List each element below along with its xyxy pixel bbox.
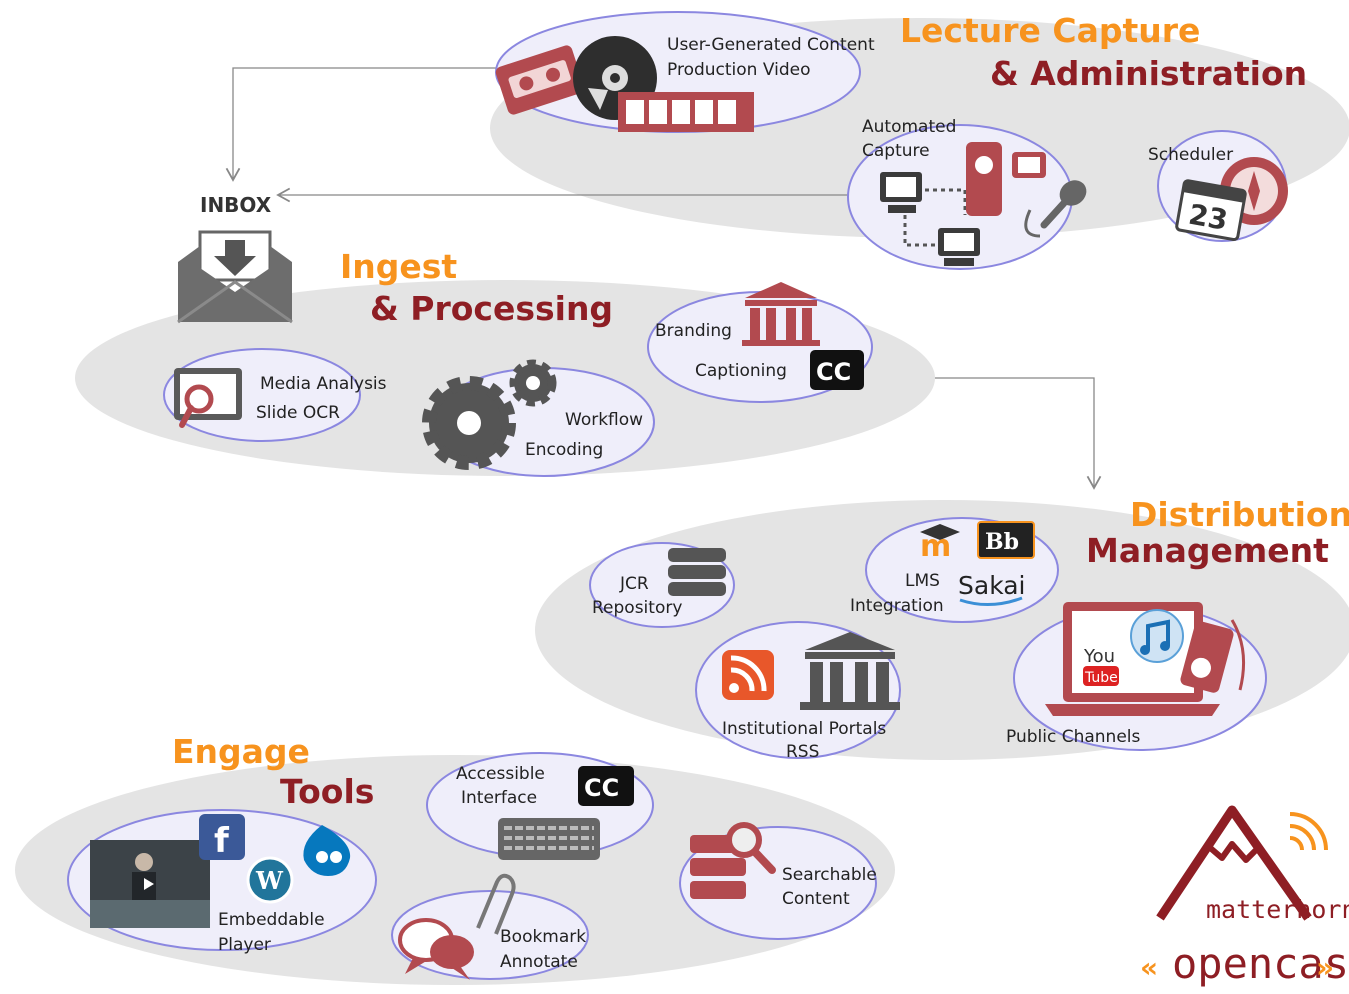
accessible-cc-text: CC	[584, 774, 619, 802]
bookmark-line1: Bookmark	[500, 927, 586, 947]
inbox-label: INBOX	[200, 193, 272, 217]
portals-line2: RSS	[786, 742, 819, 762]
wordpress-text: W	[255, 866, 284, 895]
youtube-top: You	[1083, 646, 1115, 667]
blackboard-text: Bb	[985, 529, 1019, 555]
lms-line2: Integration	[850, 596, 944, 616]
search-database-icon	[690, 822, 776, 899]
section-distribution-line1: Distribution	[1130, 495, 1349, 534]
brand-quote-right: »	[1316, 951, 1334, 984]
branding-cc-text: CC	[816, 358, 851, 386]
vhs-tape-icon	[495, 45, 585, 115]
flow-arrows	[225, 67, 1102, 490]
film-strip-icon	[618, 92, 754, 132]
institution-building-icon	[742, 282, 820, 346]
brand-quote-left: «	[1140, 951, 1158, 984]
youtube-logo-icon: You Tube	[1083, 646, 1119, 686]
accessible-line1: Accessible	[456, 764, 545, 784]
arrow-ugc-to-inbox	[225, 67, 500, 182]
speech-bubbles-icon	[398, 918, 474, 980]
searchable-bubble	[679, 826, 877, 940]
keyboard-icon	[498, 818, 600, 860]
ugc-line2: Production Video	[667, 60, 810, 80]
rss-icon	[722, 650, 774, 700]
microphone-icon	[1024, 180, 1087, 238]
automated-capture-line2: Capture	[862, 141, 930, 161]
ugc-line1: User-Generated Content	[667, 35, 875, 55]
drupal-icon	[303, 825, 351, 876]
matterhorn-logo: matterhorn	[1156, 805, 1349, 924]
automated-capture-line1: Automated	[862, 117, 956, 137]
video-camera-icon	[966, 142, 1046, 216]
magnifier-screen-icon	[174, 368, 242, 428]
facebook-text: f	[214, 821, 230, 861]
section-engage-line1: Engage	[172, 732, 310, 771]
arrow-ingest-to-distribution	[935, 377, 1102, 490]
accessible-cc-icon: CC	[578, 766, 634, 806]
public-channels-label: Public Channels	[1006, 727, 1141, 747]
jcr-line1: JCR	[619, 574, 649, 594]
player-line2: Player	[218, 935, 271, 955]
play-icon	[144, 878, 154, 890]
accessible-line2: Interface	[461, 788, 537, 808]
sakai-swoosh-icon	[959, 596, 1023, 607]
video-thumbnail	[90, 840, 210, 928]
media-analysis-line2: Slide OCR	[256, 403, 340, 423]
facebook-icon: f	[199, 814, 245, 861]
paperclip-icon	[476, 873, 516, 935]
workflow-line2: Encoding	[525, 440, 603, 460]
youtube-bottom: Tube	[1084, 670, 1118, 686]
mountain-icon	[1156, 805, 1312, 921]
player-line1: Embeddable	[218, 910, 325, 930]
section-lecture-capture-line1: Lecture Capture	[900, 11, 1200, 50]
branding-line1: Branding	[655, 321, 732, 341]
sakai-logo: Sakai	[958, 571, 1026, 600]
closed-caption-icon: CC	[810, 350, 864, 390]
gears-icon	[422, 359, 557, 470]
section-distribution-line2: Management	[1086, 531, 1329, 570]
lms-line1: LMS	[905, 571, 940, 591]
inbox-icon	[177, 230, 293, 324]
portal-building-icon	[800, 632, 900, 710]
searchable-line2: Content	[782, 889, 850, 909]
workflow-line1: Workflow	[565, 410, 643, 430]
searchable-line1: Searchable	[782, 865, 877, 885]
blackboard-logo-icon: Bb	[977, 521, 1035, 559]
portals-line1: Institutional Portals	[722, 719, 886, 739]
section-ingest-line1: Ingest	[340, 247, 457, 286]
calendar-day: 23	[1186, 198, 1230, 237]
media-analysis-line1: Media Analysis	[260, 374, 387, 394]
moodle-text: m	[920, 529, 951, 564]
section-lecture-capture-line2: & Administration	[990, 54, 1307, 93]
itunes-icon	[1130, 609, 1184, 663]
jcr-bubble	[589, 542, 735, 628]
wordpress-icon: W	[246, 856, 294, 904]
scheduler-label: Scheduler	[1148, 145, 1233, 165]
moodle-logo-icon: m	[920, 524, 960, 564]
branding-line2: Captioning	[695, 361, 787, 381]
bookmark-line2: Annotate	[500, 952, 578, 972]
calendar-compass-icon: 23	[1175, 157, 1288, 242]
ipod-icon	[1180, 619, 1246, 693]
jcr-line2: Repository	[592, 598, 682, 618]
section-engage-line2: Tools	[280, 772, 374, 811]
section-ingest-line2: & Processing	[370, 289, 613, 328]
brand-opencast: opencast	[1172, 939, 1349, 988]
computer-network-icon	[880, 172, 980, 266]
signal-waves-icon	[1289, 836, 1304, 851]
opencast-logo: « opencast »	[1140, 939, 1349, 988]
brand-matterhorn: matterhorn	[1206, 895, 1349, 924]
database-icon	[668, 548, 726, 596]
